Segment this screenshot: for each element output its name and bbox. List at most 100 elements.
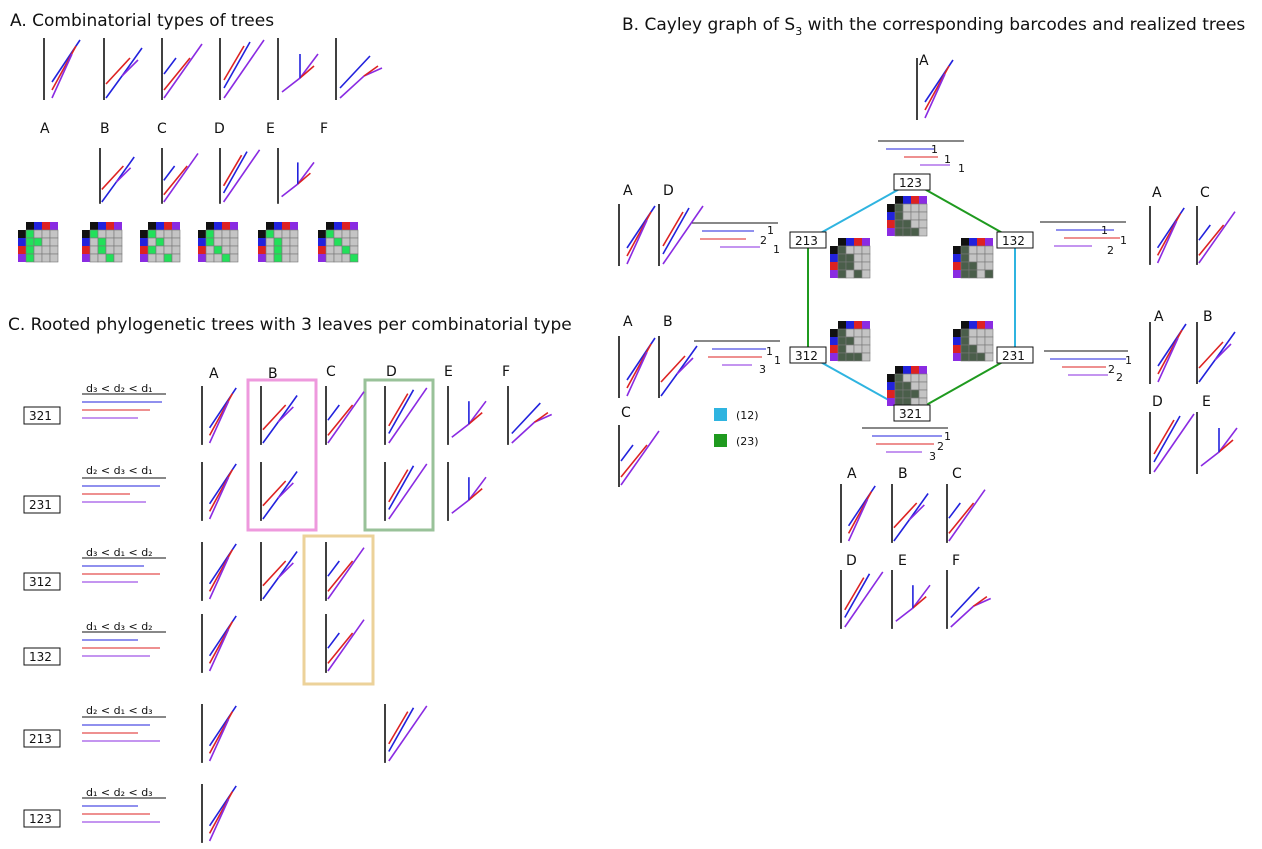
svg-text:1: 1 [773,243,780,256]
header-cell [953,329,961,337]
branch-r [208,621,234,664]
matrix-cell [349,245,359,255]
header-cell [953,337,961,345]
branch-r [912,595,927,609]
vertex-123: 123 [893,173,931,191]
type-label-f: F [320,121,328,137]
svg-text:B: B [663,314,673,330]
type-label-b: B [100,121,110,137]
matrix-cell [853,269,863,279]
branch-b [327,560,340,577]
svg-text:d₃ < d₁ < d₂: d₃ < d₁ < d₂ [86,546,153,559]
type-tree-alt-d [219,148,261,204]
matrix-cell [845,352,855,362]
matrix-cell [960,352,970,362]
svg-text:1: 1 [767,224,774,237]
branch-b [163,57,177,75]
matrix-cell [902,381,912,391]
header-cell [895,366,903,374]
svg-text:3: 3 [929,450,936,463]
matrix-cell [229,229,239,239]
svg-text:1: 1 [944,153,951,166]
tree-312-a [618,336,656,398]
header-cell [258,246,266,254]
tree-132-c [325,614,365,673]
matrix-cell [113,229,123,239]
vertex-matrix-231 [953,321,994,362]
type-tree-d [219,38,265,100]
matrix-cell [976,344,986,354]
svg-text:D: D [663,183,674,199]
matrix-cell [837,253,847,263]
svg-text:C: C [952,466,962,482]
matrix-cell [845,344,855,354]
matrix-cell [968,328,978,338]
svg-text:A: A [623,183,633,199]
branch-r [388,711,409,745]
branch-r [626,343,652,389]
matrix-cell [853,352,863,362]
branch-r [163,57,191,91]
legend-swatch-23 [714,434,727,447]
branch-b [1198,224,1211,241]
vertex-matrix-132 [953,238,994,279]
header-cell [318,254,326,262]
edge-23 [911,181,1016,241]
matrix-cell [837,261,847,271]
header-cell [290,222,298,230]
header-cell [961,321,969,329]
header-cell [18,230,26,238]
branch-r [327,404,354,436]
branch-r [262,560,287,587]
header-cell [198,254,206,262]
header-cell [953,246,961,254]
row-barcode-321 [82,393,166,419]
matrix-cell [960,253,970,263]
matrix-cell [861,261,871,271]
header-cell [985,321,993,329]
svg-text:D: D [1152,394,1163,410]
svg-text:2: 2 [1108,363,1115,376]
branch-b [163,165,176,181]
row-barcode-123 [82,797,166,823]
branch-b [950,586,980,619]
cayley-tree-labels: A A D A C A B C A B D E A B C D E F [621,53,1213,569]
matrix-cell [229,253,239,263]
header-cell [172,222,180,230]
matrix-cell [861,328,871,338]
branch-r [534,411,549,423]
header-cell [50,222,58,230]
barcode-132: 1 1 2 [1101,224,1127,257]
vertex-132: 132 [996,231,1034,249]
matrix-cell [910,219,920,229]
header-cell [903,196,911,204]
matrix-cell [349,229,359,239]
matrix-cell [902,203,912,213]
matrix-cell [147,253,157,263]
branch-r [973,595,988,607]
matrix-cell [33,245,43,255]
branch-b [327,632,340,649]
type-tree-alt-e [277,148,315,204]
matrix-cell [49,253,59,263]
matrix-cell [894,227,904,237]
matrix-cell [105,237,115,247]
matrix-cell [273,229,283,239]
branch-p [208,556,230,600]
highlight-column-d [363,378,435,532]
matrix-cell [325,245,335,255]
svg-text:A: A [919,53,929,69]
header-cell [90,222,98,230]
matrix-cell [984,352,994,362]
matrix-cell [113,237,123,247]
header-cell [198,246,206,254]
branch-p [208,400,230,444]
matrix-cell [968,336,978,346]
matrix-cell [902,389,912,399]
panel-a-trees [43,38,383,204]
tree-312-b [658,336,698,398]
svg-text:B: B [1203,309,1213,325]
branch-p [277,406,294,423]
